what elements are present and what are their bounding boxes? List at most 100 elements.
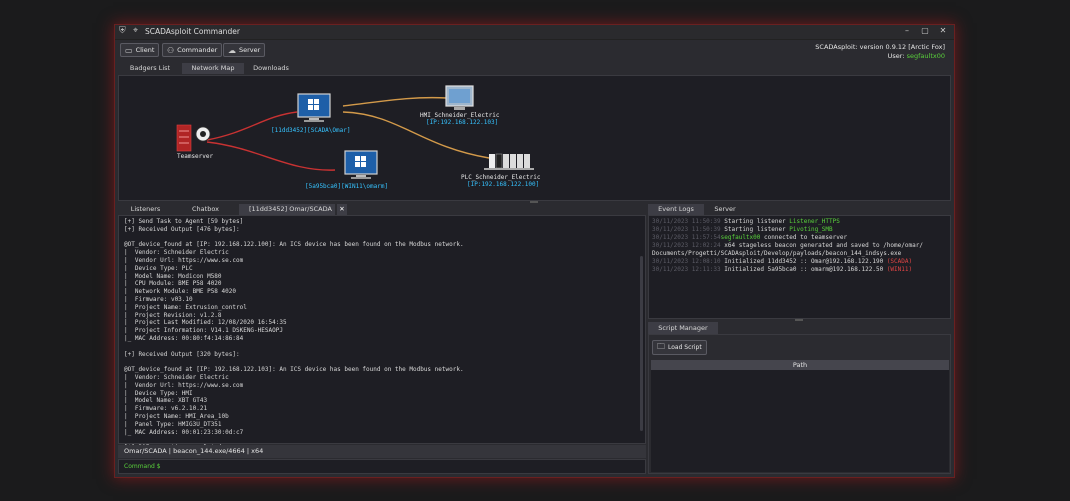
right-splitter-grip-icon: [795, 319, 803, 321]
console-line: | Model Name: Modicon M580: [124, 272, 222, 280]
maximize-button[interactable]: ▢: [921, 26, 929, 35]
minimize-button[interactable]: –: [905, 26, 909, 35]
close-tab-icon[interactable]: ✕: [337, 204, 347, 215]
right-splitter[interactable]: [648, 319, 951, 322]
server-button-label: Server: [239, 46, 261, 54]
link-agent1-hmi: [342, 96, 448, 107]
commander-button-label: Commander: [177, 46, 218, 54]
agent1-label: [11dd3452][SCADA\Omar]: [271, 127, 351, 134]
tab-badgers-list[interactable]: Badgers List: [118, 63, 182, 74]
tab-listeners[interactable]: Listeners: [118, 204, 173, 215]
load-script-button[interactable]: 🗀 Load Script: [652, 340, 707, 355]
tab-downloads[interactable]: Downloads: [245, 63, 297, 74]
tab-server[interactable]: Server: [705, 204, 745, 215]
server-button[interactable]: ☁ Server: [223, 43, 266, 57]
plc-node[interactable]: [484, 153, 534, 170]
commander-button[interactable]: ⚇ Commander: [162, 43, 223, 57]
console-line: | Project Name: HMI_Area_10b: [124, 412, 229, 420]
console-line: | Vendor: Schneider Electric: [124, 373, 229, 381]
console-line: |_ MAC Address: 00:01:23:30:0d:c7: [124, 428, 244, 436]
console-line: | Project Last Modified: 12/08/2020 16:5…: [124, 319, 287, 327]
tab-agent-session[interactable]: [11dd3452] Omar/SCADA: [239, 204, 335, 215]
console-line: | Network Module: BME P58 4020: [124, 288, 236, 296]
event-log-entry: 30/11/2023 11:57:54segfaultx00 connected…: [652, 234, 847, 242]
event-log-entry: 30/11/2023 11:50:39 Starting listener Li…: [652, 218, 840, 226]
user-prefix: User:: [887, 52, 907, 60]
event-log-entry: 30/11/2023 12:11:33 Initialized 5a95bca0…: [652, 266, 912, 274]
event-highlight: (WIN11): [886, 266, 913, 273]
title-bar: ⛨ ⌖ SCADAsploit Commander – ▢ ✕: [115, 25, 954, 40]
share-icon: ⚇: [167, 45, 175, 55]
hmi-ip: [IP:192.168.122.103]: [426, 119, 499, 126]
event-log-entry: 30/11/2023 11:50:39 Starting listener Pi…: [652, 226, 833, 234]
console-line: [124, 358, 634, 366]
version-info: SCADAsploit: version 0.9.12 [Arctic Fox]…: [815, 43, 945, 61]
console-line: | Vendor Url: https://www.se.com: [124, 256, 244, 264]
event-timestamp: 30/11/2023 11:50:39: [652, 226, 721, 233]
path-column-header[interactable]: Path: [651, 360, 949, 370]
script-list: [651, 370, 949, 472]
event-highlight: Listener_HTTPS: [789, 218, 840, 225]
tab-network-map[interactable]: Network Map: [182, 63, 244, 74]
command-input[interactable]: Command $: [118, 459, 646, 474]
client-button-label: Client: [135, 46, 155, 54]
teamserver-node[interactable]: [176, 124, 211, 152]
console-line: |_ MAC Address: 00:80:f4:14:86:84: [124, 334, 244, 342]
event-text: Documents/Progetti/SCADAsploit/Develop/p…: [652, 250, 902, 257]
command-prompt: Command $: [124, 463, 161, 470]
network-map-canvas: [176, 85, 534, 179]
agent1-node[interactable]: [297, 93, 331, 122]
agent2-label: [5a95bca0][WIN11\omarm]: [305, 183, 389, 190]
console-output: [+] Send Task to Agent [59 bytes][+] Rec…: [124, 218, 634, 452]
right-tab-bar: Event Logs Server: [648, 204, 951, 215]
network-map: Teamserver [11dd3452][SCADA\Omar] [5a95b…: [118, 75, 951, 201]
event-log-entry: 30/11/2023 12:08:10 Initialized 11dd3452…: [652, 258, 912, 266]
teamserver-label: Teamserver: [177, 153, 214, 160]
tab-event-logs[interactable]: Event Logs: [648, 204, 704, 215]
top-tab-bar: Badgers List Network Map Downloads: [115, 63, 954, 74]
console-line: [+] Received Output [320 bytes]:: [124, 350, 240, 358]
event-highlight: Pivoting_SMB: [789, 226, 833, 233]
script-manager-panel: 🗀 Load Script Path: [648, 334, 951, 474]
tab-script-manager[interactable]: Script Manager: [648, 322, 718, 334]
console-line: | Model Name: XBT GT43: [124, 397, 208, 405]
event-text: Starting listener: [720, 218, 790, 225]
console-line: [+] Received Output [476 bytes]:: [124, 225, 240, 233]
agent2-node[interactable]: [344, 150, 378, 179]
console-line: | Vendor Url: https://www.se.com: [124, 381, 244, 389]
event-text: Starting listener: [720, 226, 790, 233]
console-line: | Device Type: HMI: [124, 389, 193, 397]
client-button[interactable]: ▭ Client: [120, 43, 160, 57]
app-icon: ⛨: [119, 26, 126, 36]
hmi-node[interactable]: [445, 85, 474, 110]
version-text: SCADAsploit: version 0.9.12 [Arctic Fox]: [815, 43, 945, 51]
console-line: | Project Name: Extrusion_control: [124, 303, 247, 311]
user-name: segfaultx00: [906, 52, 945, 60]
plc-name: PLC_Schneider_Electric: [461, 174, 541, 181]
console-line: [124, 234, 634, 242]
event-timestamp: 30/11/2023 11:57:54: [652, 234, 721, 241]
console-line: [124, 436, 634, 444]
console-line: | Panel Type: HMIG3U_DT351: [124, 420, 222, 428]
event-highlight: (SCADA): [886, 258, 913, 265]
load-script-label: Load Script: [668, 344, 702, 351]
event-text: Initialized 5a95bca0 :: omarm@192.168.12…: [720, 266, 887, 273]
console-scrollbar[interactable]: [640, 256, 643, 431]
event-text: Initialized 11dd3452 :: Omar@192.168.122…: [720, 258, 887, 265]
tab-chatbox[interactable]: Chatbox: [173, 204, 238, 215]
horizontal-splitter[interactable]: [118, 201, 951, 204]
event-timestamp: 30/11/2023 12:11:33: [652, 266, 721, 273]
console-line: | Vendor: Schneider Electric: [124, 249, 229, 257]
event-timestamp: 30/11/2023 11:50:39: [652, 218, 721, 225]
folder-icon: 🗀: [657, 341, 665, 351]
console-line: [124, 343, 634, 351]
close-button[interactable]: ✕: [939, 26, 947, 35]
console-line: | Device Type: PLC: [124, 264, 193, 272]
session-status-bar: Omar/SCADA | beacon_144.exe/4664 | x64: [118, 445, 646, 458]
pin-icon[interactable]: ⌖: [133, 26, 139, 36]
event-log-panel: 30/11/2023 11:50:39 Starting listener Li…: [648, 215, 951, 319]
event-timestamp: 30/11/2023 12:02:24: [652, 242, 721, 249]
link-agent1-plc: [342, 111, 490, 159]
link-teamserver-agent1: [206, 111, 298, 141]
agent-console: [+] Send Task to Agent [59 bytes][+] Rec…: [118, 215, 646, 451]
